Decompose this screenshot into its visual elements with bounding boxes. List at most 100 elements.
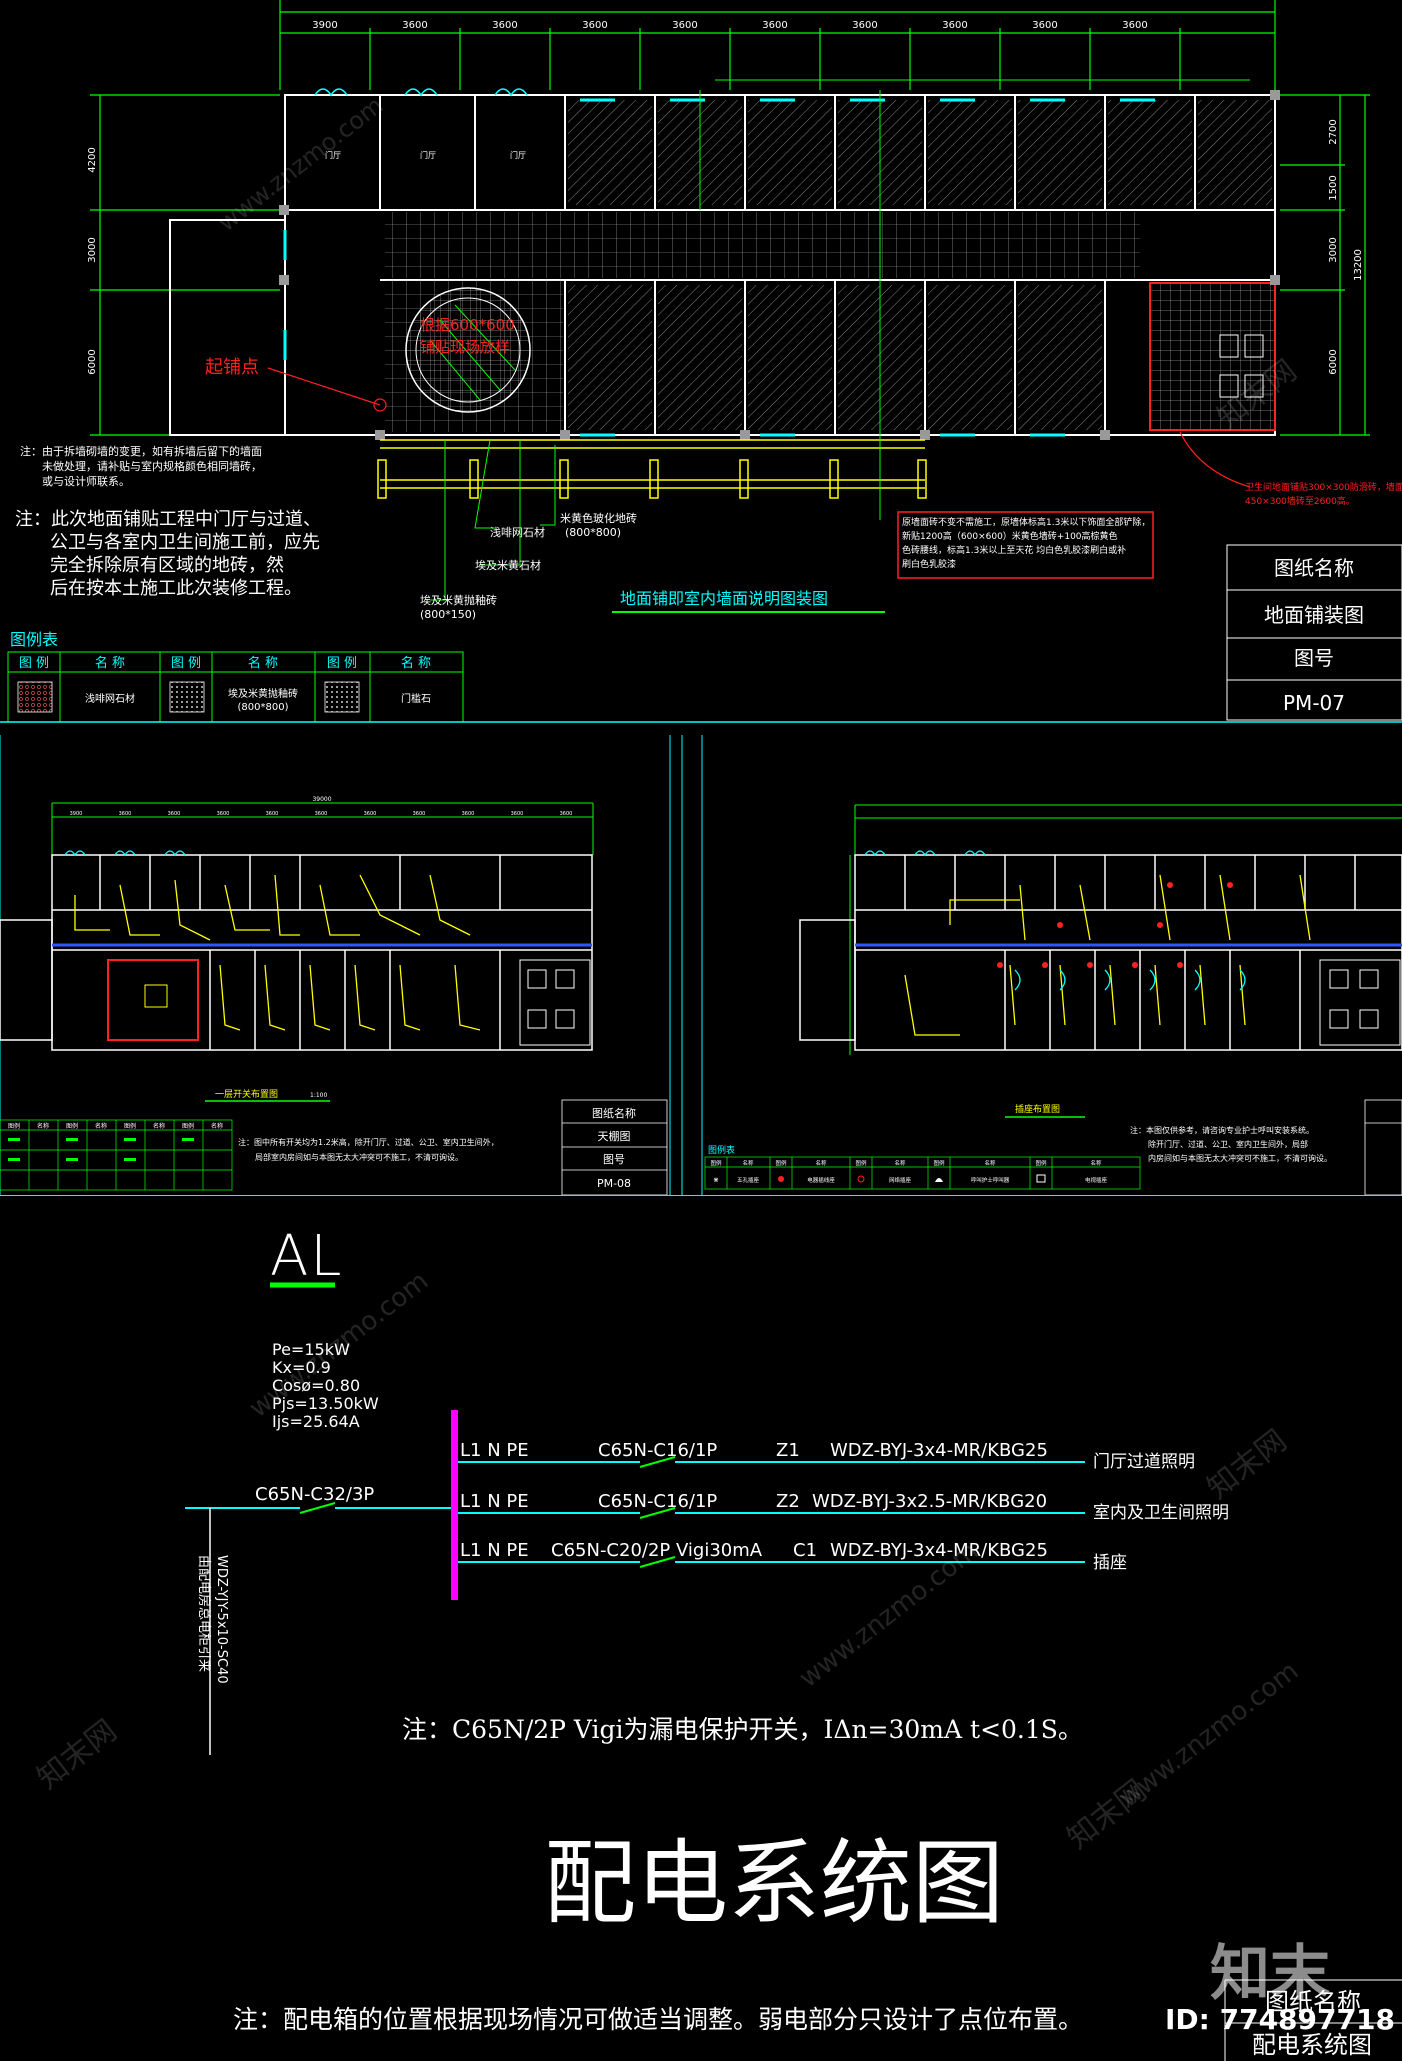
sheet2-dim-5: 3600 — [266, 811, 279, 817]
top-dim-3: 3600 — [492, 20, 517, 31]
legend-name-3: 门槛石 — [401, 692, 431, 705]
legend-header-1: 图 例 — [19, 656, 49, 671]
red-note-box — [897, 511, 1154, 579]
watermark-brand: 知末 — [1210, 1939, 1330, 2009]
legend-swatch-threshold — [324, 681, 360, 713]
railing — [377, 439, 927, 499]
pm08-name-label: 图纸名称 — [592, 1106, 636, 1120]
sheet3-legend-name-3: 网络插座 — [889, 1176, 912, 1184]
param-pe: Pe=15kW — [272, 1340, 350, 1359]
title-block-pm07 — [1226, 544, 1402, 721]
callout-beige: 米黄色玻化地砖 — [560, 511, 637, 525]
circuit3-load: 插座 — [1093, 1553, 1127, 1573]
sheet2-plan-scale: 1:100 — [310, 1092, 327, 1099]
pm08-number-value: PM-08 — [597, 1177, 631, 1190]
note-main-1: 注：此次地面铺贴工程中门厅与过道、 — [15, 509, 321, 530]
sheet2-legend-h6: 名称 — [153, 1122, 165, 1130]
sheet2-legend-h2: 名称 — [37, 1122, 49, 1130]
sheet3-plan-title: 插座布置图 — [1015, 1103, 1060, 1115]
sheet2-restroom — [519, 959, 591, 1046]
sheet2-legend-grid — [0, 1119, 233, 1191]
title-block-pm08 — [561, 1099, 668, 1195]
sheet2-doors — [64, 850, 186, 857]
sheet2-dim-10: 3600 — [511, 811, 524, 817]
circuit3-code: C1 — [793, 1540, 817, 1561]
left-dim-1: 4200 — [87, 147, 98, 172]
left-dimension-chain — [90, 94, 280, 436]
door-label-3: 门厅 — [510, 150, 526, 160]
red-note-3: 色砖腰线，标高1.3米以上至天花 均白色乳胶漆刷白或补 — [902, 544, 1126, 556]
note-main-4: 后在按本土施工此次装修工程。 — [50, 578, 302, 599]
red-note-2: 新贴1200高（600×600）米黄色墙砖+100高棕黄色 — [902, 530, 1118, 542]
red-note-right-1: 卫生间地面铺贴300×300防滑砖，墙面铺贴 — [1245, 481, 1402, 493]
legend-title: 图例表 — [10, 630, 58, 649]
sheet3-legend-name-2: 电器插线座 — [807, 1176, 835, 1184]
sheet3-legend-h4: 名称 — [815, 1159, 827, 1167]
top-dim-8: 3600 — [942, 20, 967, 31]
sheet2-note-1: 注：图中所有开关均为1.2米高，除开门厅、过道、公卫、室内卫生间外， — [238, 1137, 499, 1147]
sheet2-dim-11: 3600 — [560, 811, 573, 817]
circuit-breaker-symbols — [639, 1456, 676, 1568]
note-main-2: 公卫与各室内卫生间施工前，应先 — [50, 532, 320, 553]
sheet3-legend-h5: 图例 — [855, 1159, 867, 1167]
incoming-breaker-label: C65N-C32/3P — [255, 1484, 374, 1505]
top-dim-5: 3600 — [672, 20, 697, 31]
annotation-leaders — [430, 79, 1250, 601]
sheet3-legend-h10: 名称 — [1090, 1159, 1102, 1167]
legend-header-4: 名 称 — [248, 655, 278, 671]
circuit3-cable: WDZ-BYJ-3x4-MR/KBG25 — [830, 1540, 1048, 1561]
sheet2-plan-title: 一层开关布置图 — [215, 1088, 278, 1100]
sheet3-legend-grid — [704, 1156, 1141, 1190]
sheet3-note-3: 内房间如与本图无太大冲突可不施工，不清可询设。 — [1148, 1153, 1332, 1163]
sheet3-legend-h2: 名称 — [742, 1159, 754, 1167]
note-small-3: 或与设计师联系。 — [42, 475, 130, 488]
sheet2-dim-9: 3600 — [462, 811, 475, 817]
sheet2-note-2: 局部室内房间如与本图无太大冲突可不施工，不清可询设。 — [255, 1152, 463, 1162]
param-kx: Kx=0.9 — [272, 1358, 331, 1377]
sheet2-dimension-chain — [51, 802, 594, 855]
right-dim-2: 1500 — [1328, 175, 1339, 200]
note-small-2: 未做处理，请补贴与室内规格颜色相同墙砖， — [42, 459, 262, 473]
top-dim-4: 3600 — [582, 20, 607, 31]
sheet2-entry-light — [144, 984, 168, 1008]
sheet3-legend-name-4: 呼叫护士呼叫器 — [971, 1176, 1010, 1184]
left-dim-2: 3000 — [87, 237, 98, 262]
red-note-right-2: 450×300墙砖至2600高。 — [1245, 495, 1355, 507]
title-block-name-value: 地面铺装图 — [1264, 603, 1364, 627]
sheet2-dim-4: 3600 — [217, 811, 230, 817]
right-dim-total: 13200 — [1353, 249, 1364, 281]
sheet3-legend-name-1: 五孔插座 — [737, 1176, 760, 1184]
socket-layout-sheet: 插座布置图 图例表 图例 名称 图例 名称 图例 名称 图例 名称 图例 名称 … — [701, 735, 1402, 1195]
legend-name-2-size: (800*800) — [238, 702, 289, 713]
top-dim-9: 3600 — [1032, 20, 1057, 31]
param-ijs: Ijs=25.64A — [272, 1412, 360, 1431]
circuit1-phase: L1 N PE — [460, 1440, 529, 1461]
outgoing-circuit-lines — [458, 1461, 1085, 1563]
distribution-system-diagram: AL Pe=15kW Kx=0.9 Cosø=0.80 Pjs=13.50kW … — [185, 1224, 1402, 2061]
sheet2-legend-h4: 名称 — [95, 1122, 107, 1130]
right-dimension-chain — [1280, 94, 1370, 436]
legend-swatch-stone — [17, 681, 53, 713]
red-note-1: 原墙面砖不变不需施工，原墙体标高1.3米以下饰面全部铲除， — [902, 516, 1150, 528]
system-title-block-value: 配电系统图 — [1252, 2031, 1372, 2059]
window-marks — [283, 98, 1155, 437]
top-dim-2: 3600 — [402, 20, 427, 31]
sheet3-legend-title: 图例表 — [708, 1144, 735, 1156]
note-small-1: 注：由于拆墙砌墙的变更，如有拆墙后留下的墙面 — [20, 444, 262, 458]
circuit3-phase: L1 N PE — [460, 1540, 529, 1561]
callout-stone: 浅啡网石材 — [490, 525, 545, 539]
building-walls — [169, 94, 1276, 436]
floor-plan-sheet: 3900 3600 3600 3600 3600 3600 3600 3600 … — [0, 0, 1402, 723]
circuit1-breaker: C65N-C16/1P — [598, 1440, 717, 1461]
sheet3-doors — [864, 850, 1246, 991]
door-label-1: 门厅 — [325, 150, 341, 160]
sheet3-note-1: 注：本图仅供参考，请咨询专业护士呼叫安装系统。 — [1130, 1125, 1314, 1135]
circuit1-code: Z1 — [776, 1440, 800, 1461]
legend-header-3: 图 例 — [171, 656, 201, 671]
sheet3-walls — [799, 854, 1402, 1051]
title-block-system — [1224, 1979, 1402, 2061]
circuit2-code: Z2 — [776, 1491, 800, 1512]
watermark-id: ID: 774897718 — [1165, 2003, 1395, 2036]
sheet3-legend-h6: 名称 — [894, 1159, 906, 1167]
param-cos: Cosø=0.80 — [272, 1376, 360, 1395]
